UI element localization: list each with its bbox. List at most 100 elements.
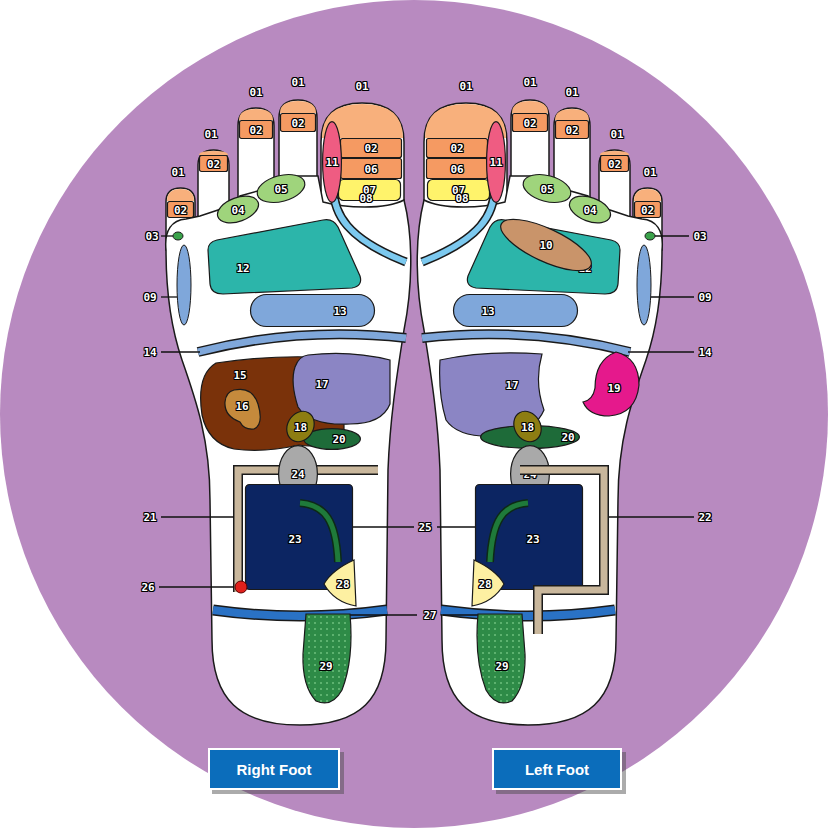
reflex-zone: 02 — [340, 138, 402, 158]
zone-shape — [472, 560, 504, 606]
zone-shape — [494, 209, 597, 280]
zone-number: 06 — [450, 163, 463, 174]
zone-shape-group — [454, 295, 578, 327]
zone-number: 02 — [641, 204, 654, 215]
reflex-zone: 13 — [250, 294, 375, 327]
zone-shape-group — [513, 114, 548, 132]
zone-shape-group — [281, 406, 319, 446]
zone-band-outline — [238, 470, 378, 592]
zone-shape-group — [168, 202, 194, 218]
zone-number: 20 — [332, 434, 345, 445]
leader-line — [608, 516, 694, 517]
zone-shape — [254, 170, 308, 208]
zone-shape-group — [427, 159, 488, 179]
zone-outline — [205, 218, 363, 294]
zone-number: 02 — [364, 143, 377, 154]
reflex-zone: 10 — [496, 228, 596, 262]
ureter-line — [490, 503, 528, 562]
callout-number: 01 — [204, 129, 217, 140]
leader-line — [651, 296, 694, 297]
reflex-zone: 29 — [300, 614, 352, 706]
zone-shape — [323, 122, 342, 203]
zone-shape-group — [493, 749, 621, 789]
reflex-zone: 28 — [322, 560, 356, 606]
zone-shape — [303, 614, 351, 703]
reflex-zone: 02 — [600, 155, 629, 172]
callout-number: 01 — [291, 77, 304, 88]
reflex-zone: 04 — [216, 197, 260, 222]
foot-name: Left Foot — [492, 748, 622, 790]
zone-number: 02 — [450, 143, 463, 154]
zone-dot — [173, 232, 183, 240]
callout-number: 09 — [698, 292, 711, 303]
zone-number: 04 — [231, 204, 244, 215]
callout-number: 14 — [698, 347, 711, 358]
left-foot — [417, 100, 662, 725]
zone-shape — [240, 121, 273, 139]
reflex-zone: 02 — [239, 120, 273, 139]
zone-shape — [341, 139, 402, 158]
zone-shape — [208, 220, 361, 294]
callout-number: 08 — [455, 193, 468, 204]
zone-shape — [454, 295, 578, 327]
leader-line — [655, 235, 689, 236]
zone-shape-group — [635, 202, 661, 218]
zone-shape-group — [200, 156, 228, 172]
reflex-zone: 02 — [634, 201, 661, 218]
zone-number: 05 — [540, 183, 553, 194]
zone-shape-group — [427, 139, 488, 158]
zone-number: 10 — [539, 240, 552, 251]
right-foot — [166, 100, 411, 725]
zone-band-outline — [198, 334, 406, 352]
callout-number: 01 — [355, 81, 368, 92]
zone-number: 29 — [495, 661, 508, 672]
zone-number: 17 — [505, 380, 518, 391]
reflex-zone: 16 — [222, 386, 264, 431]
callout-number: 09 — [143, 292, 156, 303]
zone-number: 12 — [236, 263, 249, 274]
zone-shape — [487, 122, 506, 203]
zone-number: 23 — [288, 534, 301, 545]
zone-shape-group — [477, 614, 525, 703]
zone-shape — [168, 202, 194, 218]
zone-shape-group — [225, 389, 260, 429]
zone-number: 02 — [174, 204, 187, 215]
reflex-zone: 13 — [453, 294, 578, 327]
zone-number: 04 — [583, 204, 596, 215]
zone-shape — [225, 389, 260, 429]
zone-shape-group — [323, 122, 342, 203]
zone-shape — [508, 406, 546, 446]
zone-shape-group — [341, 159, 402, 179]
toe-tip-zone — [199, 151, 228, 155]
callout-number: 22 — [698, 512, 711, 523]
zone-shape-group — [341, 139, 402, 158]
leader-line — [161, 235, 173, 236]
reflex-zone: 02 — [167, 201, 194, 218]
toe-tip-zone — [280, 101, 316, 113]
callout-number: 03 — [693, 231, 706, 242]
zone-shape-group — [254, 170, 308, 208]
zone-number: 05 — [274, 183, 287, 194]
zone-number: 20 — [561, 432, 574, 443]
zone-shape — [520, 170, 574, 208]
zone-shape — [566, 191, 614, 228]
callout-number: 01 — [459, 81, 472, 92]
zone-number: 13 — [481, 305, 494, 316]
foot-name: Right Foot — [208, 748, 340, 790]
foot-sole — [166, 176, 411, 725]
callout-number: 01 — [171, 167, 184, 178]
zone-number: 02 — [207, 158, 220, 169]
zone-shape — [427, 139, 488, 158]
callout-number: 14 — [143, 347, 156, 358]
foot-name-box: Left Foot — [492, 748, 622, 790]
zone-shape-group — [508, 406, 546, 446]
zone-shape-group — [520, 170, 574, 208]
zone-shape-group — [240, 121, 273, 139]
leader-line — [628, 351, 694, 352]
zone-shape — [281, 406, 319, 446]
zone-shape — [214, 191, 262, 228]
reflex-zone: 11 — [322, 121, 342, 203]
